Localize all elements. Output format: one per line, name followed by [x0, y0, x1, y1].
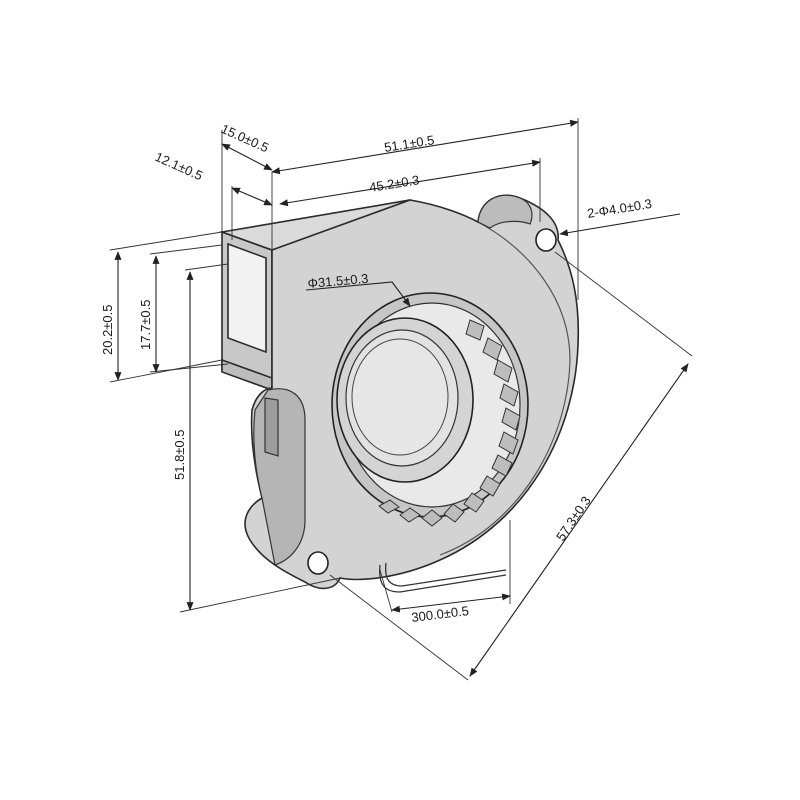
dim-line-57-3	[469, 363, 689, 677]
dim-label-51-8: 51.8±0.5	[172, 429, 187, 480]
dim-line-45-2	[279, 159, 541, 207]
dim-line-12	[231, 187, 273, 206]
dim-line-300	[391, 593, 511, 613]
dim-label-20-2: 20.2±0.5	[100, 304, 115, 355]
dim-label-57-3: 57.3±0.3	[553, 493, 594, 543]
dim-label-51-1: 51.1±0.5	[383, 132, 435, 155]
dim-label-300: 300.0±0.5	[411, 603, 470, 625]
dim-label-17-7: 17.7±0.5	[138, 299, 153, 350]
blower-fan-body	[218, 194, 580, 593]
dim-label-15: 15.0±0.5	[219, 121, 271, 155]
mounting-hole-bottom	[307, 551, 329, 575]
hub-center	[351, 338, 449, 456]
outlet-opening	[227, 242, 267, 354]
dim-leader-hole	[559, 213, 681, 237]
mounting-hole-top	[535, 228, 557, 252]
dim-line-15	[221, 143, 273, 171]
dim-label-hole: 2-Φ4.0±0.3	[586, 196, 653, 221]
dim-label-45-2: 45.2±0.3	[368, 172, 420, 195]
dim-label-diameter: Φ31.5±0.3	[307, 271, 369, 291]
dim-label-12: 12.1±0.5	[153, 149, 205, 183]
dim-leader-diameter	[305, 281, 411, 307]
lead-wire-2	[384, 562, 507, 587]
left-ear-tab	[264, 397, 279, 457]
